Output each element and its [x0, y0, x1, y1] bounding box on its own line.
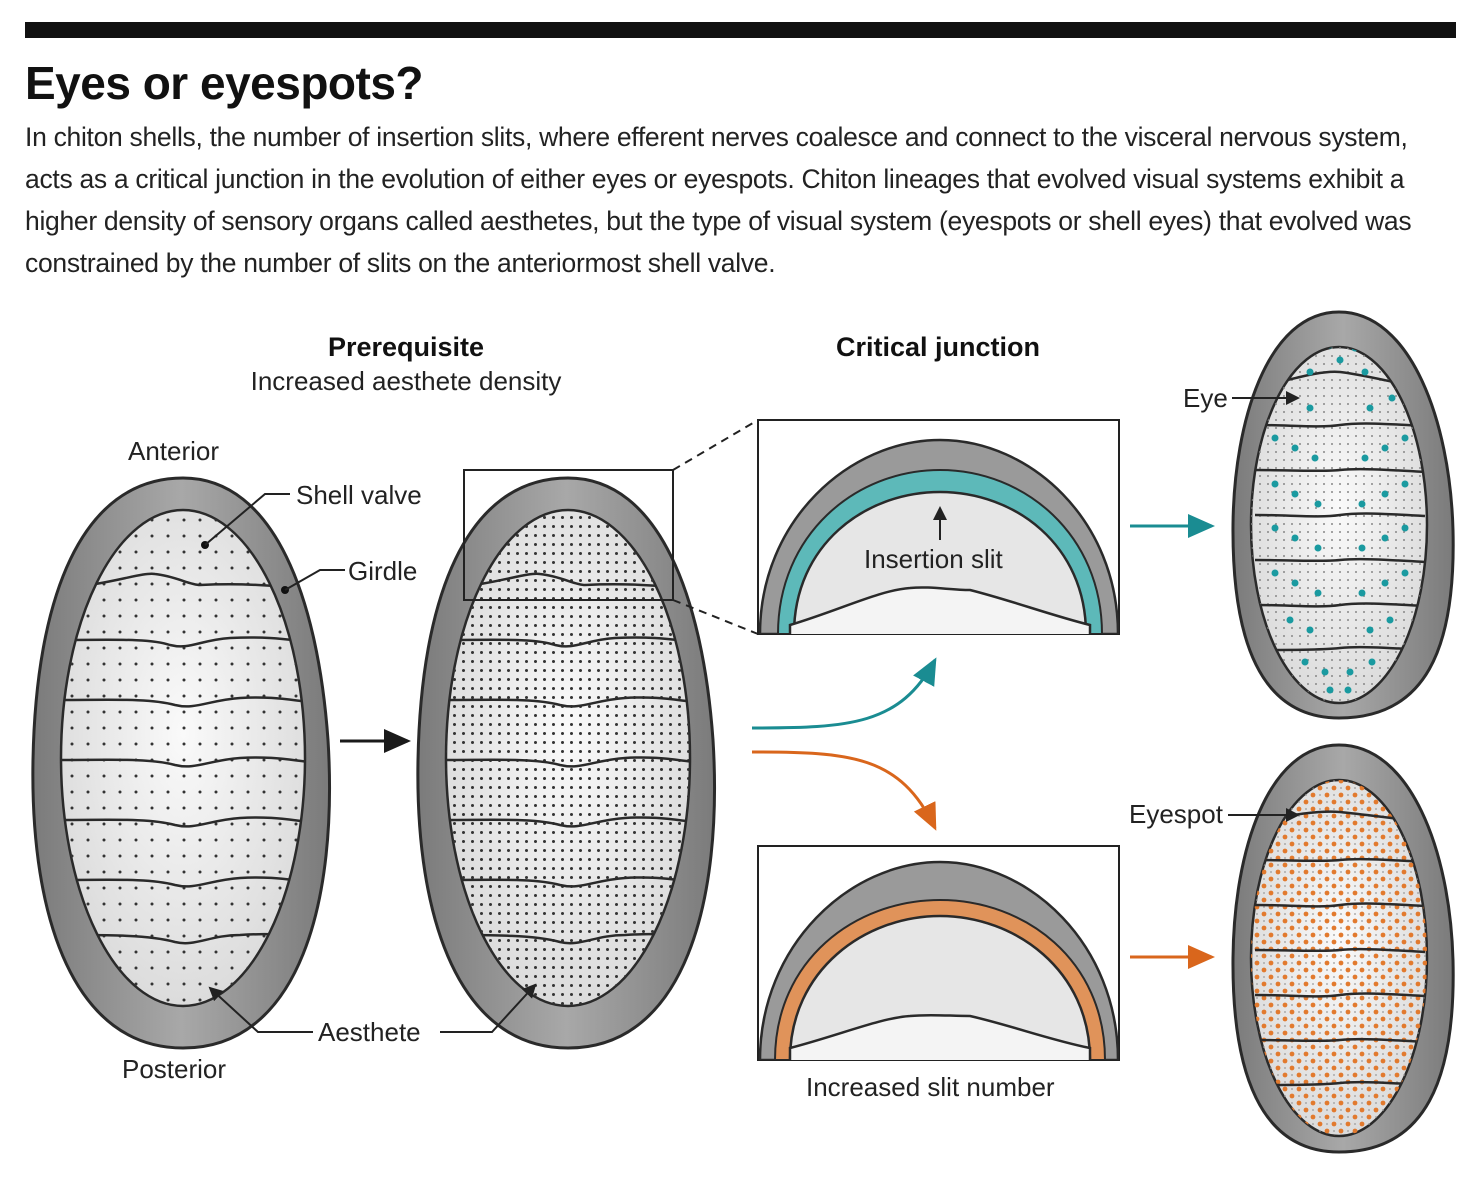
chiton-with-eyespots	[1228, 743, 1455, 1154]
insertion-slit-label: Insertion slit	[864, 544, 1003, 574]
top-rule	[25, 22, 1456, 38]
arrow-to-eyespot-path	[751, 750, 937, 831]
inset-few-slits	[757, 419, 1120, 635]
junction-heading: Critical junction	[835, 332, 1041, 362]
zoom-box	[463, 469, 674, 601]
girdle-leader	[284, 569, 345, 591]
zoom-line-top	[672, 419, 759, 471]
eye-label: Eye	[1183, 383, 1228, 413]
inset-many-slits	[757, 845, 1120, 1061]
girdle-label: Girdle	[348, 556, 418, 586]
zoom-line-bottom	[672, 599, 759, 635]
chiton-with-eyes	[1231, 310, 1455, 720]
chiton-dense	[416, 469, 717, 1050]
aesthete-leader-left	[208, 986, 313, 1033]
increased-slit-number-label: Increased slit number	[806, 1072, 1055, 1102]
shell-valve-leader	[204, 493, 290, 546]
aesthete-label: Aesthete	[318, 1017, 421, 1047]
prerequisite-heading: Prerequisite	[327, 332, 485, 362]
anterior-label: Anterior	[128, 436, 220, 466]
prerequisite-subheading: Increased aesthete density	[250, 366, 562, 396]
eyespot-label: Eyespot	[1129, 799, 1223, 829]
figure-description: In chiton shells, the number of insertio…	[25, 122, 1412, 278]
arrow-to-eye-path	[751, 657, 937, 730]
posterior-label: Posterior	[122, 1054, 227, 1084]
figure-title: Eyes or eyespots?	[25, 57, 424, 109]
chiton-baseline	[31, 476, 345, 1050]
shell-valve-label: Shell valve	[296, 480, 422, 510]
aesthete-leader-right	[440, 983, 537, 1033]
